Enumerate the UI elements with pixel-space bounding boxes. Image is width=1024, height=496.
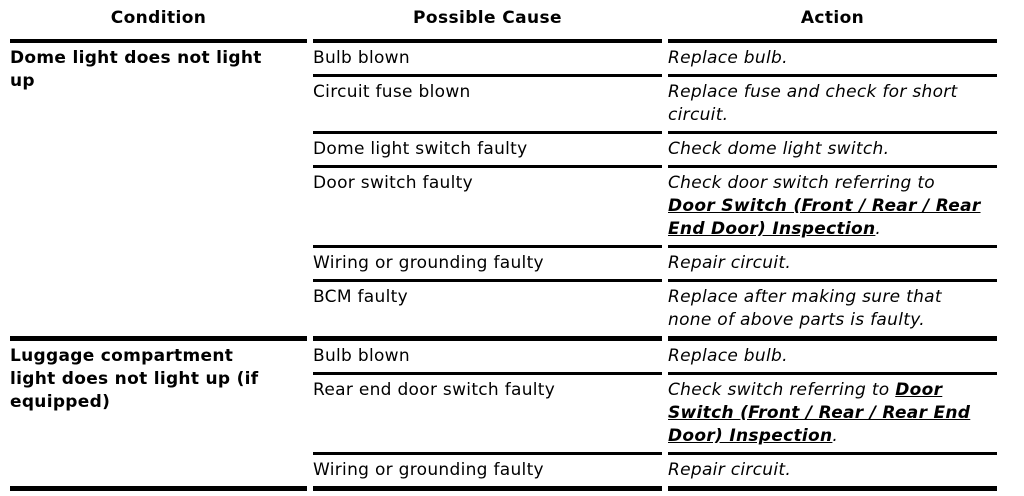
table-row: Luggage compartment light does not light… <box>10 341 997 491</box>
action-text: . <box>832 426 839 446</box>
cause-cell: Bulb blown <box>313 43 662 77</box>
cause-cell: BCM faulty <box>313 282 662 341</box>
table-row: Wiring or grounding faulty Repair circui… <box>10 455 997 491</box>
cause-cell: Door switch faulty <box>313 168 662 248</box>
condition-cell-luggage-light: Luggage compartment light does not light… <box>10 341 307 491</box>
column-header-possible-cause: Possible Cause <box>313 1 662 43</box>
action-cell: Repair circuit. <box>668 248 997 282</box>
cause-cell: Bulb blown <box>313 341 662 375</box>
action-cell: Replace fuse and check for short circuit… <box>668 77 997 134</box>
cause-cell: Wiring or grounding faulty <box>313 248 662 282</box>
table-row: Dome light does not light up Bulb blown … <box>10 43 997 341</box>
action-cell: Replace bulb. <box>668 43 997 77</box>
table-row: Dome light switch faulty Check dome ligh… <box>10 134 997 168</box>
cause-cell: Dome light switch faulty <box>313 134 662 168</box>
action-cell: Replace bulb. <box>668 341 997 375</box>
table-row: Wiring or grounding faulty Repair circui… <box>10 248 997 282</box>
cause-cell: Wiring or grounding faulty <box>313 455 662 491</box>
column-header-action: Action <box>668 1 997 43</box>
column-header-condition: Condition <box>10 1 307 43</box>
header-row: Condition Possible Cause Action <box>10 1 997 43</box>
door-switch-inspection-link[interactable]: Door Switch (Front / Rear / Rear End Doo… <box>668 196 981 239</box>
cause-cell: Circuit fuse blown <box>313 77 662 134</box>
table-row: Rear end door switch faulty Check switch… <box>10 375 997 455</box>
table-row: Circuit fuse blown Replace fuse and chec… <box>10 77 997 134</box>
action-text: Check door switch referring to <box>668 173 935 193</box>
action-cell: Check switch referring to Door Switch (F… <box>668 375 997 455</box>
action-text: Check switch referring to <box>668 380 896 400</box>
condition-cell-dome-light: Dome light does not light up <box>10 43 307 341</box>
action-text: . <box>875 219 882 239</box>
table-row: BCM faulty Replace after making sure tha… <box>10 282 997 341</box>
door-switch-inspection-link[interactable]: Door Switch (Front / Rear / Rear End Doo… <box>668 380 971 446</box>
action-cell: Repair circuit. <box>668 455 997 491</box>
cause-cell: Rear end door switch faulty <box>313 375 662 455</box>
table-row: Door switch faulty Check door switch ref… <box>10 168 997 248</box>
troubleshooting-table: Condition Possible Cause Action Dome lig… <box>4 1 1003 491</box>
action-cell: Replace after making sure that none of a… <box>668 282 997 341</box>
action-cell: Check dome light switch. <box>668 134 997 168</box>
action-cell: Check door switch referring to Door Swit… <box>668 168 997 248</box>
